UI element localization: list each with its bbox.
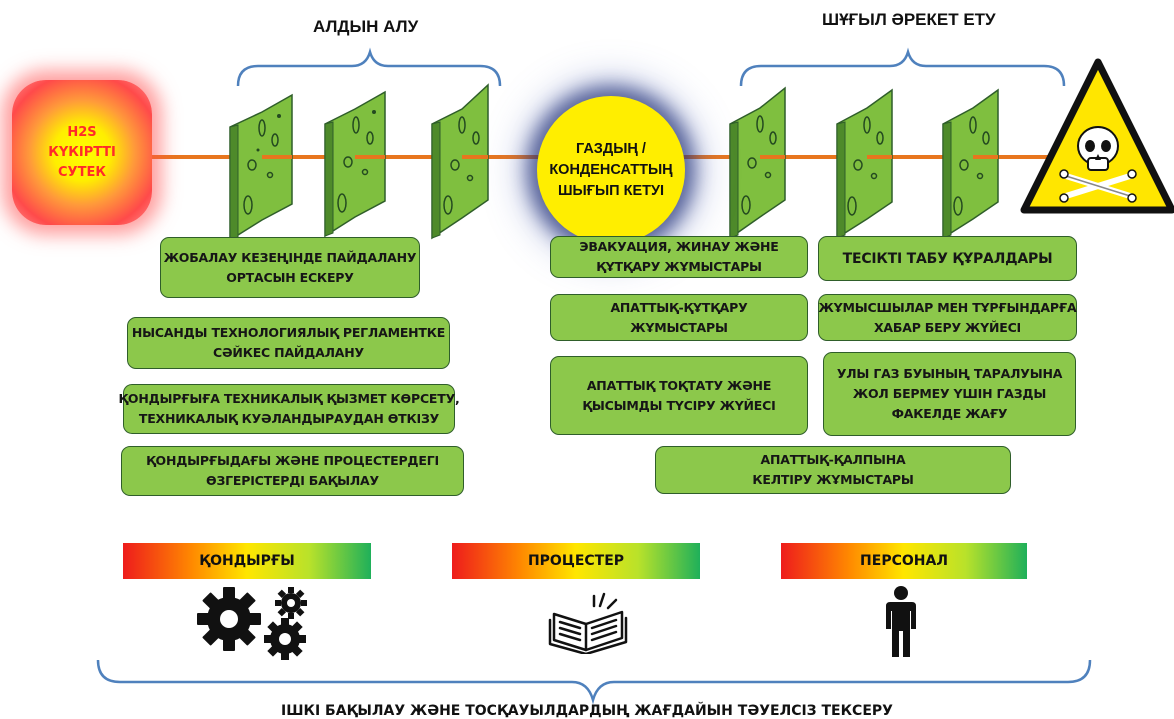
barrier-slice-1 xyxy=(229,93,293,242)
prevention-measure-maintenance: ҚОНДЫРҒЫҒА ТЕХНИКАЛЫҚ ҚЫЗМЕТ КӨРСЕТУ, ТЕ… xyxy=(118,384,460,434)
measure-text: УЛЫ ГАЗ БУЫНЫҢ ТАРАЛУЫНА xyxy=(836,366,1063,381)
response-measure-emergency-shutdown: АПАТТЫҚ ТОҚТАТУ ЖӘНЕ ҚЫСЫМДЫ ТҮСІРУ ЖҮЙЕ… xyxy=(550,356,808,435)
measure-text: АПАТТЫҚ-ҚАЛПЫНА xyxy=(760,452,906,467)
prevention-measure-change-control: ҚОНДЫРҒЫДАҒЫ ЖӘНЕ ПРОЦЕСТЕРДЕГІ ӨЗГЕРІСТ… xyxy=(121,446,464,496)
independent-check-label: ІШКІ БАҚЫЛАУ ЖӘНЕ ТОСҚАУЫЛДАРДЫҢ ЖАҒДАЙЫ… xyxy=(281,703,893,719)
measure-text: ЭВАКУАЦИЯ, ЖИНАУ ЖӘНЕ xyxy=(579,239,779,254)
category-label: ҚОНДЫРҒЫ xyxy=(199,553,295,569)
category-personnel: ПЕРСОНАЛ xyxy=(781,543,1027,579)
response-measure-leak-detection: ТЕСІКТІ ТАБУ ҚҰРАЛДАРЫ xyxy=(818,236,1077,281)
leak-event-line-1: ГАЗДЫҢ / xyxy=(576,140,646,157)
barrier-slice-6 xyxy=(942,88,999,240)
measure-text: ТЕСІКТІ ТАБУ ҚҰРАЛДАРЫ xyxy=(842,250,1053,267)
independent-check-bracket xyxy=(96,659,1092,705)
barrier-slice-3 xyxy=(431,83,489,240)
measure-text: ХАБАР БЕРУ ЖҮЙЕСІ xyxy=(873,319,1022,335)
prevention-bracket xyxy=(236,47,502,87)
measure-text: ҚЫСЫМДЫ ТҮСІРУ ЖҮЙЕСІ xyxy=(582,397,776,413)
response-measure-rescue: АПАТТЫҚ-ҚҰТҚАРУ ЖҰМЫСТАРЫ xyxy=(550,294,808,341)
prevention-title: АЛДЫН АЛУ xyxy=(313,17,419,36)
barrier-slice-2 xyxy=(324,90,386,238)
leak-event: ГАЗДЫҢ / КОНДЕНСАТТЫҢ ШЫҒЫП КЕТУІ xyxy=(537,96,685,244)
leak-event-line-2: КОНДЕНСАТТЫҢ xyxy=(549,161,673,178)
response-measure-evacuation: ЭВАКУАЦИЯ, ЖИНАУ ЖӘНЕ ҚҰТҚАРУ ЖҰМЫСТАРЫ xyxy=(550,236,808,278)
response-title: ШҰҒЫЛ ӘРЕКЕТ ЕТУ xyxy=(822,10,996,29)
response-measure-alert-system: ЖҰМЫСШЫЛАР МЕН ТҰРҒЫНДАРҒА ХАБАР БЕРУ ЖҮ… xyxy=(818,294,1077,341)
barrier-slice-5 xyxy=(836,88,893,240)
hazard-source-line-3: СУТЕК xyxy=(58,164,106,180)
measure-text: НЫСАНДЫ ТЕХНОЛОГИЯЛЫҚ РЕГЛАМЕНТКЕ xyxy=(131,325,446,340)
measure-text: ҚОНДЫРҒЫДАҒЫ ЖӘНЕ ПРОЦЕСТЕРДЕГІ xyxy=(146,453,439,468)
measure-text: ФАКЕЛДЕ ЖАҒУ xyxy=(891,406,1008,421)
hazard-source-h2s: H2S КҮКІРТТІ СУТЕК xyxy=(12,80,152,225)
measure-text: ҚОНДЫРҒЫҒА ТЕХНИКАЛЫҚ ҚЫЗМЕТ КӨРСЕТУ, xyxy=(118,391,460,406)
barrier-slice-4 xyxy=(729,86,786,240)
prevention-measure-regulation: НЫСАНДЫ ТЕХНОЛОГИЯЛЫҚ РЕГЛАМЕНТКЕ СӘЙКЕС… xyxy=(127,317,450,369)
measure-text: АПАТТЫҚ ТОҚТАТУ ЖӘНЕ xyxy=(586,377,772,393)
category-label: ПЕРСОНАЛ xyxy=(860,553,948,569)
measure-text: ЖОЛ БЕРМЕУ ҮШІН ГАЗДЫ xyxy=(852,386,1047,401)
response-measure-flaring: УЛЫ ГАЗ БУЫНЫҢ ТАРАЛУЫНА ЖОЛ БЕРМЕУ ҮШІН… xyxy=(823,352,1076,436)
category-label: ПРОЦЕСТЕР xyxy=(527,553,625,569)
gears-icon xyxy=(197,587,307,660)
measure-text: ЖҰМЫСШЫЛАР МЕН ТҰРҒЫНДАРҒА xyxy=(818,299,1077,315)
person-icon xyxy=(886,586,916,657)
category-processes: ПРОЦЕСТЕР xyxy=(452,543,700,579)
measure-text: ҚҰТҚАРУ ЖҰМЫСТАРЫ xyxy=(596,259,762,274)
leak-event-line-3: ШЫҒЫП КЕТУІ xyxy=(557,182,665,199)
measure-text: ЖҰМЫСТАРЫ xyxy=(630,319,728,335)
toxic-warning-icon xyxy=(1020,58,1174,214)
prevention-measure-design: ЖОБАЛАУ КЕЗЕҢІНДЕ ПАЙДАЛАНУ ОРТАСЫН ЕСКЕ… xyxy=(160,237,420,298)
measure-text: СӘЙКЕС ПАЙДАЛАНУ xyxy=(213,345,364,360)
measure-text: ТЕХНИКАЛЫҚ КУӘЛАНДЫРАУДАН ӨТКІЗУ xyxy=(138,411,440,426)
response-measure-recovery: АПАТТЫҚ-ҚАЛПЫНА КЕЛТІРУ ЖҰМЫСТАРЫ xyxy=(655,446,1011,494)
category-equipment: ҚОНДЫРҒЫ xyxy=(123,543,371,579)
measure-text: ОРТАСЫН ЕСКЕРУ xyxy=(226,269,354,285)
measure-text: АПАТТЫҚ-ҚҰТҚАРУ xyxy=(610,299,748,315)
open-book-icon xyxy=(548,592,628,654)
hazard-source-line-1: H2S xyxy=(67,124,97,140)
response-bracket xyxy=(739,47,1066,87)
measure-text: ӨЗГЕРІСТЕРДІ БАҚЫЛАУ xyxy=(206,473,379,488)
measure-text: КЕЛТІРУ ЖҰМЫСТАРЫ xyxy=(752,472,914,487)
measure-text: ЖОБАЛАУ КЕЗЕҢІНДЕ ПАЙДАЛАНУ xyxy=(163,249,417,265)
hazard-source-line-2: КҮКІРТТІ xyxy=(48,144,116,160)
